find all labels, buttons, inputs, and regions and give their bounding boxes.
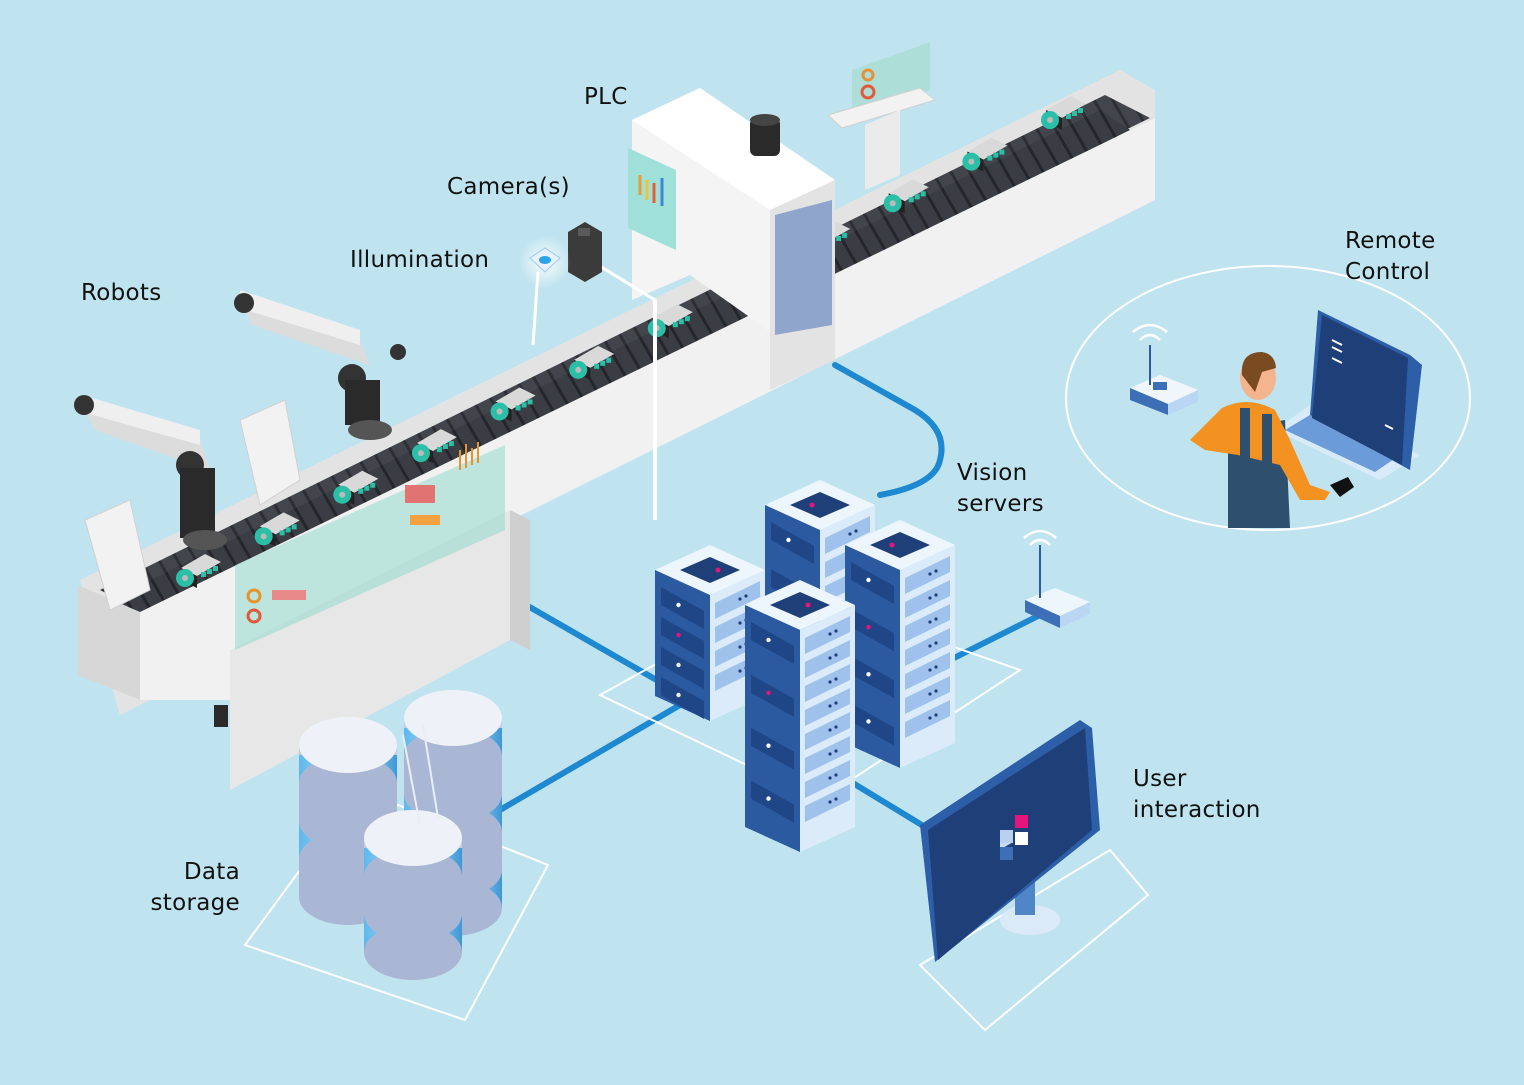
wifi-icon bbox=[1132, 323, 1168, 341]
server-unit bbox=[825, 516, 870, 554]
wifi-icon bbox=[1023, 529, 1057, 546]
conveyor-foot bbox=[214, 705, 228, 727]
label-user-interaction: User interaction bbox=[1133, 766, 1261, 823]
database-cylinder bbox=[364, 810, 462, 980]
robot-arm-1 bbox=[74, 395, 227, 611]
server-unit bbox=[905, 604, 950, 642]
hud-ring-icon bbox=[246, 588, 262, 604]
server-unit bbox=[905, 652, 950, 690]
monitor-screen bbox=[928, 728, 1092, 960]
server-unit bbox=[805, 640, 850, 678]
product-item bbox=[254, 512, 300, 547]
cylinder-top bbox=[299, 717, 397, 773]
server-rack bbox=[845, 520, 955, 768]
data-storage bbox=[299, 690, 502, 980]
laptop bbox=[1275, 310, 1422, 480]
app-tile-icon bbox=[1015, 815, 1028, 828]
laptop-keyboard bbox=[1285, 415, 1400, 472]
storage-ladder bbox=[402, 724, 439, 826]
server-unit bbox=[805, 664, 850, 702]
conveyor-front-side bbox=[140, 118, 1155, 700]
cylinder-top bbox=[404, 690, 502, 746]
vision-servers bbox=[655, 480, 955, 852]
remote-control-ellipse bbox=[1065, 265, 1471, 531]
robot-arm-2 bbox=[234, 290, 406, 506]
hud-overlay-panel bbox=[235, 442, 505, 650]
product-item bbox=[411, 429, 457, 464]
label-plc: PLC bbox=[584, 84, 628, 110]
server-rack bbox=[745, 580, 855, 852]
laptop-screen-lines bbox=[1331, 339, 1394, 430]
product-item bbox=[569, 345, 615, 380]
server-unit bbox=[805, 784, 850, 822]
product-item bbox=[883, 179, 929, 214]
plc-screen-chart-icon bbox=[638, 175, 664, 206]
server-unit bbox=[805, 712, 850, 750]
hud-bar-icon bbox=[410, 515, 440, 525]
label-remote-control: Remote Control bbox=[1345, 228, 1436, 285]
laptop-screen bbox=[1312, 315, 1408, 465]
app-tile-icon bbox=[1000, 830, 1013, 843]
hud-bar-icon bbox=[272, 590, 306, 600]
conveyor-front-panel bbox=[230, 510, 510, 790]
cable-servers-to-storage bbox=[497, 702, 683, 813]
label-robots: Robots bbox=[81, 280, 162, 306]
glove-icon bbox=[1330, 477, 1354, 497]
server-unit bbox=[905, 700, 950, 738]
label-data-storage: Data storage bbox=[150, 859, 240, 916]
server-unit bbox=[805, 616, 850, 654]
server-unit bbox=[805, 688, 850, 726]
camera-unit bbox=[568, 222, 657, 520]
server-unit bbox=[805, 736, 850, 774]
server-unit bbox=[905, 676, 950, 714]
hmi-terminal bbox=[827, 42, 937, 190]
worker-shirt bbox=[1190, 401, 1330, 500]
plc-lens bbox=[750, 118, 780, 156]
product-item bbox=[333, 470, 379, 505]
product-item bbox=[490, 387, 536, 422]
product-item bbox=[1041, 96, 1086, 130]
server-unit bbox=[905, 580, 950, 618]
hud-ring-icon bbox=[246, 608, 262, 624]
app-tile-icon bbox=[1015, 832, 1028, 845]
router-servers bbox=[1023, 529, 1090, 628]
product-item bbox=[962, 137, 1008, 172]
server-unit bbox=[905, 628, 950, 666]
label-illumination: Illumination bbox=[350, 247, 490, 273]
conveyor-left-end bbox=[78, 585, 140, 700]
illumination-unit bbox=[519, 236, 571, 346]
cylinder-top bbox=[364, 810, 462, 866]
cable-plc-to-servers bbox=[832, 362, 945, 498]
label-vision-servers: Vision servers bbox=[957, 460, 1044, 517]
conveyor-front-panel-dark bbox=[510, 510, 530, 650]
server-unit bbox=[715, 581, 760, 619]
user-monitor bbox=[920, 720, 1100, 962]
app-tile-icon bbox=[1000, 847, 1013, 860]
hud-card-icon bbox=[405, 485, 435, 503]
hud-chart-icon bbox=[459, 442, 479, 470]
conveyor-line bbox=[78, 70, 1155, 790]
camera-icon bbox=[568, 222, 602, 282]
server-unit bbox=[805, 760, 850, 798]
product-item bbox=[176, 554, 221, 588]
cable-servers-to-router bbox=[947, 612, 1043, 663]
label-cameras: Camera(s) bbox=[447, 174, 570, 200]
monitor-floor-outline bbox=[918, 848, 1150, 1032]
plc-blue-window bbox=[775, 200, 832, 335]
plc-cabinet bbox=[628, 88, 835, 390]
remote-router bbox=[1130, 323, 1198, 415]
server-unit bbox=[905, 556, 950, 594]
worker bbox=[1190, 352, 1354, 528]
plc-screen bbox=[628, 148, 676, 250]
